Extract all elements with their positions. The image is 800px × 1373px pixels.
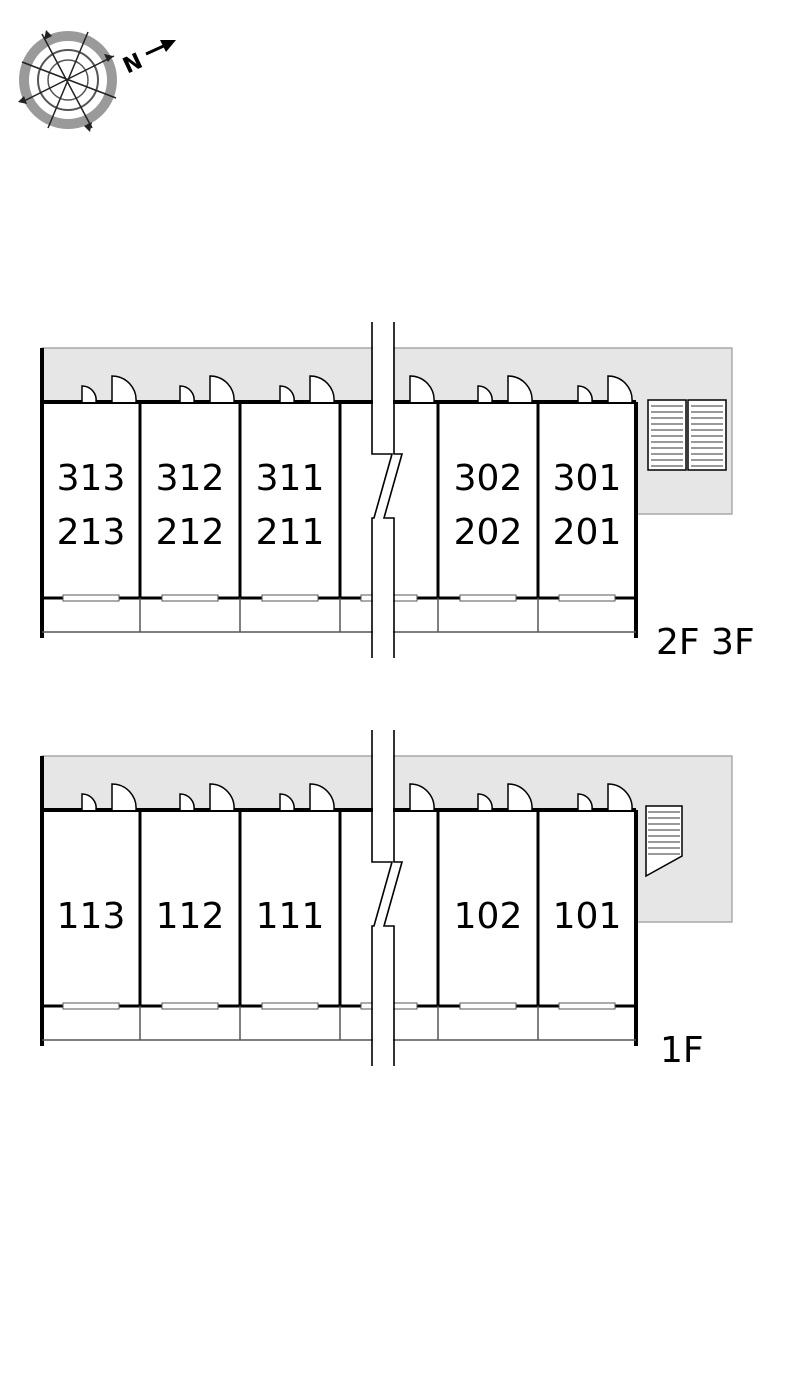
unit-label: 201 (553, 512, 622, 553)
unit-label: 212 (156, 512, 225, 553)
door-icon (409, 783, 435, 811)
door-icon (607, 783, 633, 811)
window (459, 594, 517, 602)
floor-upper: 313 213 312 212 311 211 302 202 301 201 2F 3F (40, 322, 755, 663)
window (261, 1002, 319, 1010)
door-icon (81, 793, 97, 811)
window (161, 594, 219, 602)
door-icon (279, 793, 295, 811)
unit-label: 202 (454, 512, 523, 553)
door-icon (279, 385, 295, 403)
door-icon (507, 375, 533, 403)
unit-label: 302 (454, 458, 523, 499)
window (161, 1002, 219, 1010)
door-icon (507, 783, 533, 811)
door-icon (577, 793, 593, 811)
floor-label: 2F 3F (656, 622, 755, 663)
floor-label: 1F (660, 1030, 704, 1071)
unit-label: 112 (156, 896, 225, 937)
door-icon (309, 783, 335, 811)
door-icon (209, 375, 235, 403)
door-icon (81, 385, 97, 403)
door-icon (309, 375, 335, 403)
window (558, 1002, 616, 1010)
break-line (371, 730, 394, 1066)
window (62, 594, 120, 602)
door-icon (179, 793, 195, 811)
unit-label: 111 (256, 896, 325, 937)
break-line (371, 322, 394, 658)
break-gap (373, 730, 393, 1066)
compass-north-label: N (119, 49, 146, 79)
break-line (382, 322, 404, 658)
compass-rose-icon: N (18, 30, 176, 132)
window (261, 594, 319, 602)
door-icon (209, 783, 235, 811)
unit-label: 102 (454, 896, 523, 937)
break-line (382, 730, 404, 1066)
unit-label: 113 (57, 896, 126, 937)
door-icon (607, 375, 633, 403)
unit-label: 313 (57, 458, 126, 499)
door-icon (577, 385, 593, 403)
window (62, 1002, 120, 1010)
unit-label: 213 (57, 512, 126, 553)
unit-label: 101 (553, 896, 622, 937)
unit-label: 301 (553, 458, 622, 499)
door-icon (477, 385, 493, 403)
floor-ground: 113 112 111 102 101 1F (40, 730, 733, 1071)
unit-label: 311 (256, 458, 325, 499)
window (459, 1002, 517, 1010)
unit-label: 312 (156, 458, 225, 499)
door-icon (179, 385, 195, 403)
door-icon (409, 375, 435, 403)
door-icon (111, 375, 137, 403)
unit-label: 211 (256, 512, 325, 553)
window (558, 594, 616, 602)
compass-north-indicator: N (119, 40, 176, 79)
door-icon (111, 783, 137, 811)
door-icon (477, 793, 493, 811)
break-gap (373, 322, 393, 658)
